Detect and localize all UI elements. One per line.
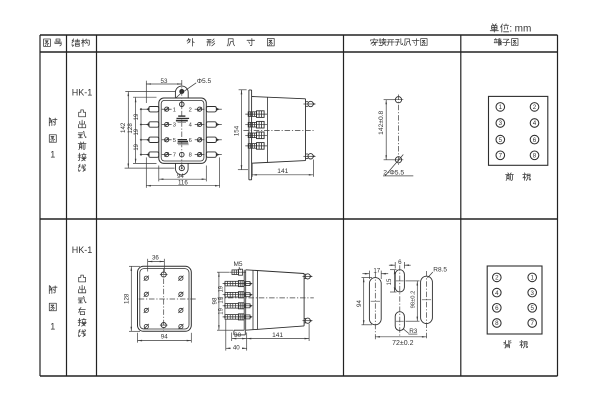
svg-text:1: 1	[50, 322, 55, 332]
svg-text:3: 3	[173, 123, 176, 129]
svg-text:R8.5: R8.5	[433, 266, 447, 273]
svg-text:6: 6	[398, 259, 402, 266]
svg-text:142: 142	[120, 122, 127, 133]
svg-text:mm: mm	[515, 24, 532, 35]
svg-text:7: 7	[499, 153, 503, 160]
svg-text:116: 116	[178, 180, 188, 187]
svg-text:19: 19	[218, 296, 224, 303]
svg-text:5: 5	[499, 137, 503, 144]
svg-text::: :	[509, 24, 512, 35]
svg-text:HK-1: HK-1	[72, 245, 93, 255]
svg-text:98±0.2: 98±0.2	[410, 291, 416, 309]
svg-text:2-Φ5.5: 2-Φ5.5	[383, 170, 404, 177]
svg-text:7: 7	[173, 153, 176, 159]
svg-text:8: 8	[495, 320, 499, 327]
svg-text:2: 2	[533, 104, 537, 111]
svg-text:M5: M5	[234, 261, 243, 268]
svg-text:19: 19	[218, 307, 224, 314]
svg-text:3: 3	[530, 290, 534, 297]
svg-text:7: 7	[530, 320, 534, 327]
svg-text:3: 3	[499, 120, 503, 127]
svg-text:128: 128	[124, 293, 131, 304]
svg-text:36: 36	[152, 254, 159, 261]
svg-text:4: 4	[495, 290, 499, 297]
svg-text:4: 4	[533, 120, 537, 127]
svg-text:1: 1	[499, 104, 503, 111]
svg-text:94: 94	[161, 333, 168, 340]
svg-text:8: 8	[533, 153, 537, 160]
svg-text:1: 1	[50, 150, 55, 160]
svg-text:94: 94	[177, 173, 184, 180]
svg-text:8: 8	[189, 153, 192, 159]
svg-text:6: 6	[533, 137, 537, 144]
svg-text:19: 19	[134, 128, 140, 135]
svg-text:Φ5.5: Φ5.5	[197, 78, 212, 85]
svg-text:53: 53	[161, 78, 168, 85]
svg-text:19: 19	[134, 113, 140, 120]
svg-text:R3: R3	[409, 328, 418, 335]
svg-text:6: 6	[495, 305, 499, 312]
svg-text:72±0.2: 72±0.2	[392, 340, 413, 347]
svg-text:142±0.8: 142±0.8	[378, 110, 385, 134]
svg-text:141: 141	[277, 168, 288, 175]
svg-text:HK-1: HK-1	[72, 88, 93, 98]
svg-text:40: 40	[233, 344, 240, 351]
svg-text:1: 1	[530, 275, 534, 282]
svg-text:4: 4	[189, 123, 193, 129]
svg-text:6: 6	[189, 138, 192, 144]
svg-text:2: 2	[189, 107, 192, 113]
svg-text:141: 141	[272, 332, 283, 339]
svg-text:5: 5	[530, 305, 534, 312]
svg-text:5: 5	[173, 138, 176, 144]
svg-text:94: 94	[356, 300, 363, 307]
svg-text:1: 1	[173, 107, 176, 113]
svg-text:98: 98	[211, 297, 218, 304]
svg-text:154: 154	[234, 125, 241, 136]
svg-text:19: 19	[218, 285, 224, 292]
svg-text:2: 2	[495, 275, 499, 282]
svg-text:19: 19	[134, 143, 140, 150]
svg-text:17: 17	[373, 267, 380, 274]
svg-text:15: 15	[387, 278, 393, 285]
svg-text:128: 128	[127, 123, 134, 134]
svg-text:30: 30	[234, 332, 241, 339]
